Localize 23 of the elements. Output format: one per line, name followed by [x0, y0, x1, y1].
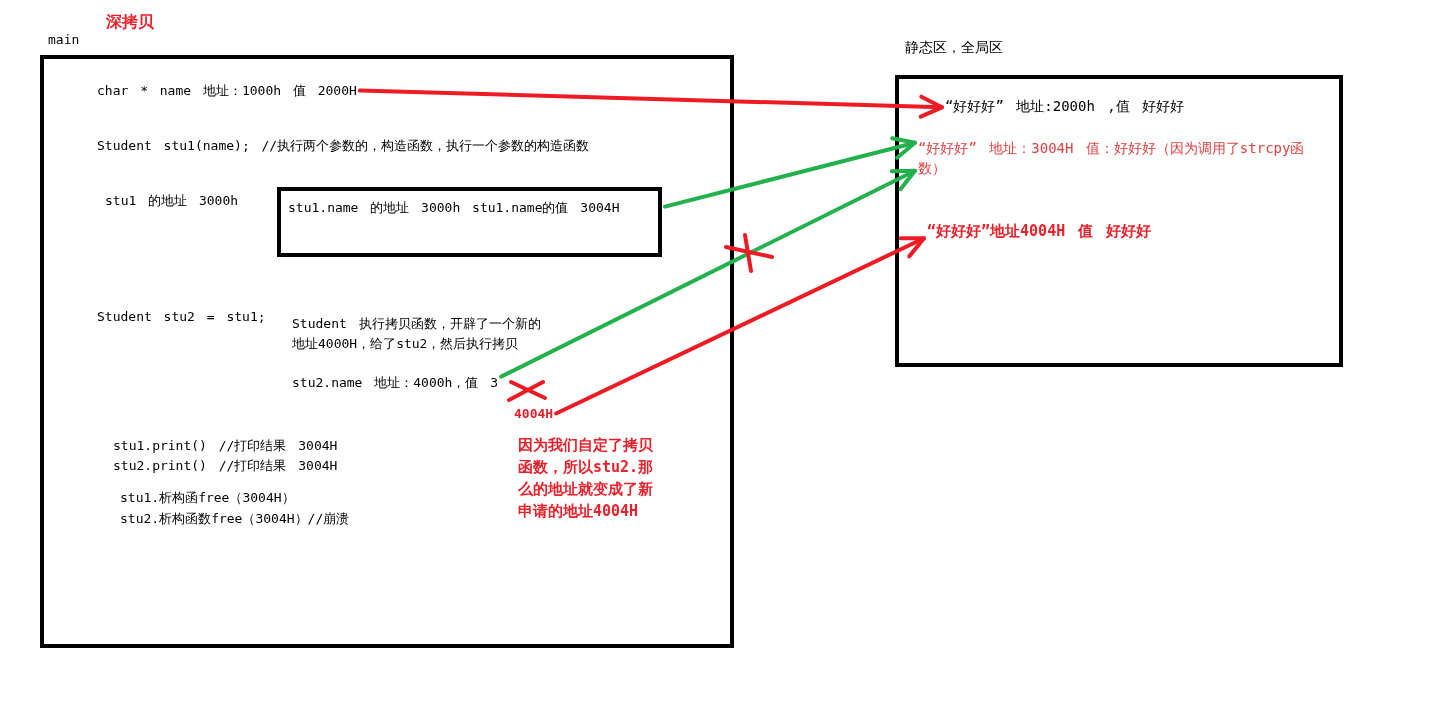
diagram-title: 深拷贝 [106, 13, 154, 30]
code-text: stu2.析构函数free（3004H）//崩溃 [120, 510, 350, 527]
string-entry-text: “好好好”地址4004H 值 好好好 [927, 223, 1152, 240]
variable-text: stu2.name 地址：4000h，值 3 [292, 374, 499, 391]
arrow [554, 236, 926, 416]
arrow [499, 168, 917, 379]
region-heading: 静态区，全局区 [905, 39, 1003, 56]
string-entry-text: “好好好” 地址：3004H 值：好好好（因为调用了strcpy函数） [918, 138, 1318, 178]
code-text: stu1 的地址 3000h [105, 192, 239, 209]
code-text: stu1.析构函free（3004H） [120, 489, 295, 506]
note-text: 因为我们自定了拷贝函数，所以stu2.那么的地址就变成了新申请的地址4004H [518, 435, 655, 522]
struct-box: stu1.name 的地址 3000h stu1.name的值 3004H [277, 187, 662, 257]
code-text: stu2.print() //打印结果 3004H [113, 457, 338, 474]
string-entry-text: “好好好” 地址:2000h ,值 好好好 [945, 98, 1185, 115]
value-text: 4004H [514, 405, 554, 422]
variable-text: char * name 地址：1000h 值 2000H [97, 82, 357, 99]
region-heading: main [48, 31, 80, 48]
code-text: Student stu2 = stu1; [97, 308, 266, 325]
arrow [357, 88, 944, 119]
comment-text: Student 执行拷贝函数，开辟了一个新的地址4000H，给了stu2，然后执行拷贝 [292, 315, 542, 353]
code-text: stu1.print() //打印结果 3004H [113, 437, 338, 454]
arrow [663, 136, 917, 209]
code-text: Student stu1(name); //执行两个参数的，构造函数，执行一个参数的构造函数 [97, 137, 590, 154]
